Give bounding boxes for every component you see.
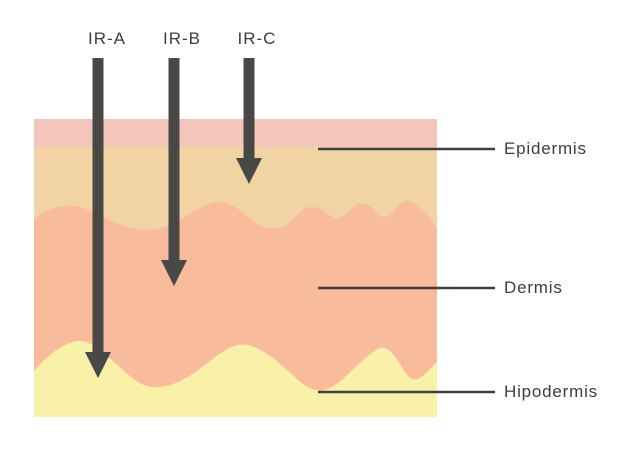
ir-b-arrow xyxy=(161,58,187,286)
ir-c-label: IR-C xyxy=(237,29,277,48)
dermis-layer-shape xyxy=(34,200,437,417)
ir-a-label: IR-A xyxy=(88,29,126,48)
hipodermis-layer-shape xyxy=(34,340,437,417)
ir-a-arrow xyxy=(85,58,111,378)
dermis-label: Dermis xyxy=(504,278,563,297)
ir-b-label: IR-B xyxy=(163,29,201,48)
hipodermis-label: Hipodermis xyxy=(504,382,598,401)
ir-c-arrow xyxy=(236,58,262,184)
epidermis-label: Epidermis xyxy=(504,139,587,158)
